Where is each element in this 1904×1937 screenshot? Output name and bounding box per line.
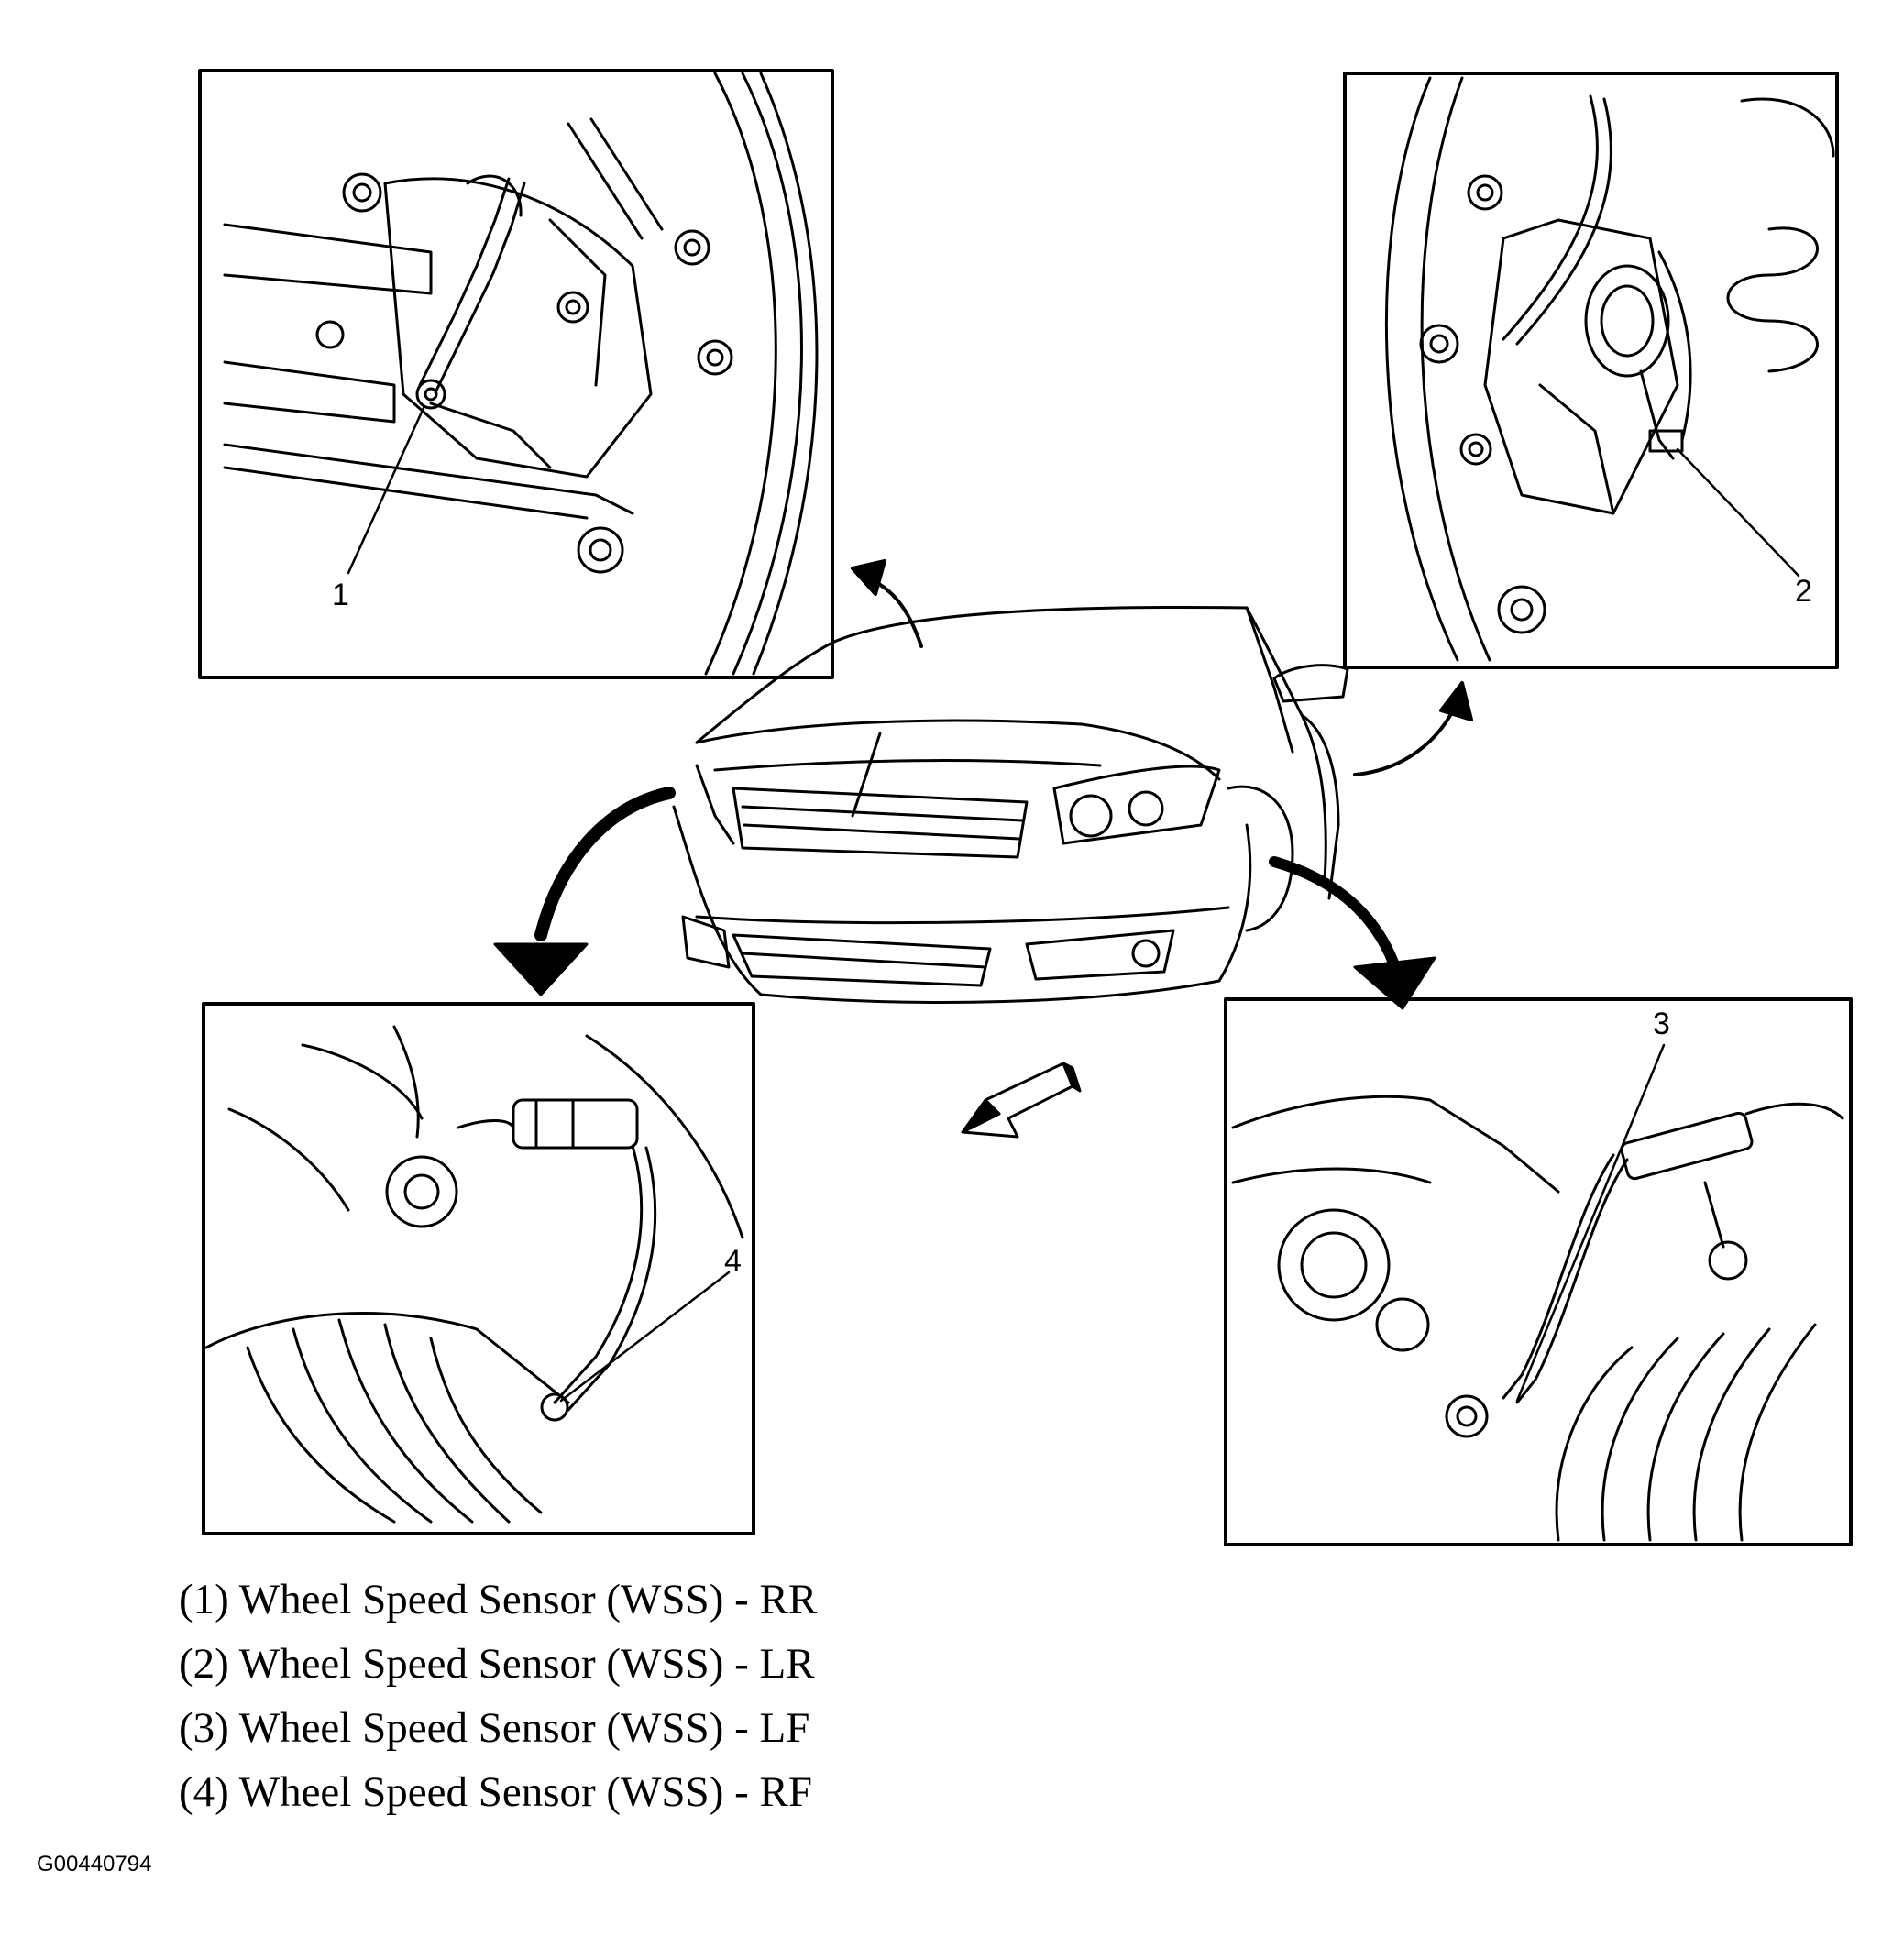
panel-lf-wheel-speed-sensor: 3 — [1224, 997, 1853, 1546]
legend-item-rr: (1) Wheel Speed Sensor (WSS) - RR — [179, 1576, 818, 1623]
callout-4: 4 — [724, 1244, 742, 1279]
arrow-to-rf-panel — [493, 787, 676, 996]
callout-1: 1 — [332, 578, 349, 612]
panel-rf-wheel-speed-sensor: 4 — [202, 1002, 755, 1535]
legend-item-lf: (3) Wheel Speed Sensor (WSS) - LF — [179, 1704, 810, 1752]
arrow-to-lf-panel — [1269, 856, 1436, 1010]
panel-rr-wheel-speed-sensor: 1 — [198, 69, 834, 679]
arrow-to-rr-panel — [851, 559, 923, 648]
callout-3: 3 — [1653, 1007, 1670, 1041]
legend: (1) Wheel Speed Sensor (WSS) - RR (2) Wh… — [179, 1568, 1279, 1824]
vehicle-front-view — [672, 606, 1349, 1004]
forward-direction-arrow — [961, 1062, 1082, 1139]
panel-lr-wheel-speed-sensor: 2 — [1343, 72, 1839, 669]
arrow-to-lr-panel — [1353, 681, 1473, 776]
legend-item-lr: (2) Wheel Speed Sensor (WSS) - LR — [179, 1640, 815, 1688]
legend-item-rf: (4) Wheel Speed Sensor (WSS) - RF — [179, 1768, 812, 1816]
callout-2: 2 — [1795, 574, 1812, 609]
figure-id: G00440794 — [37, 1852, 152, 1876]
